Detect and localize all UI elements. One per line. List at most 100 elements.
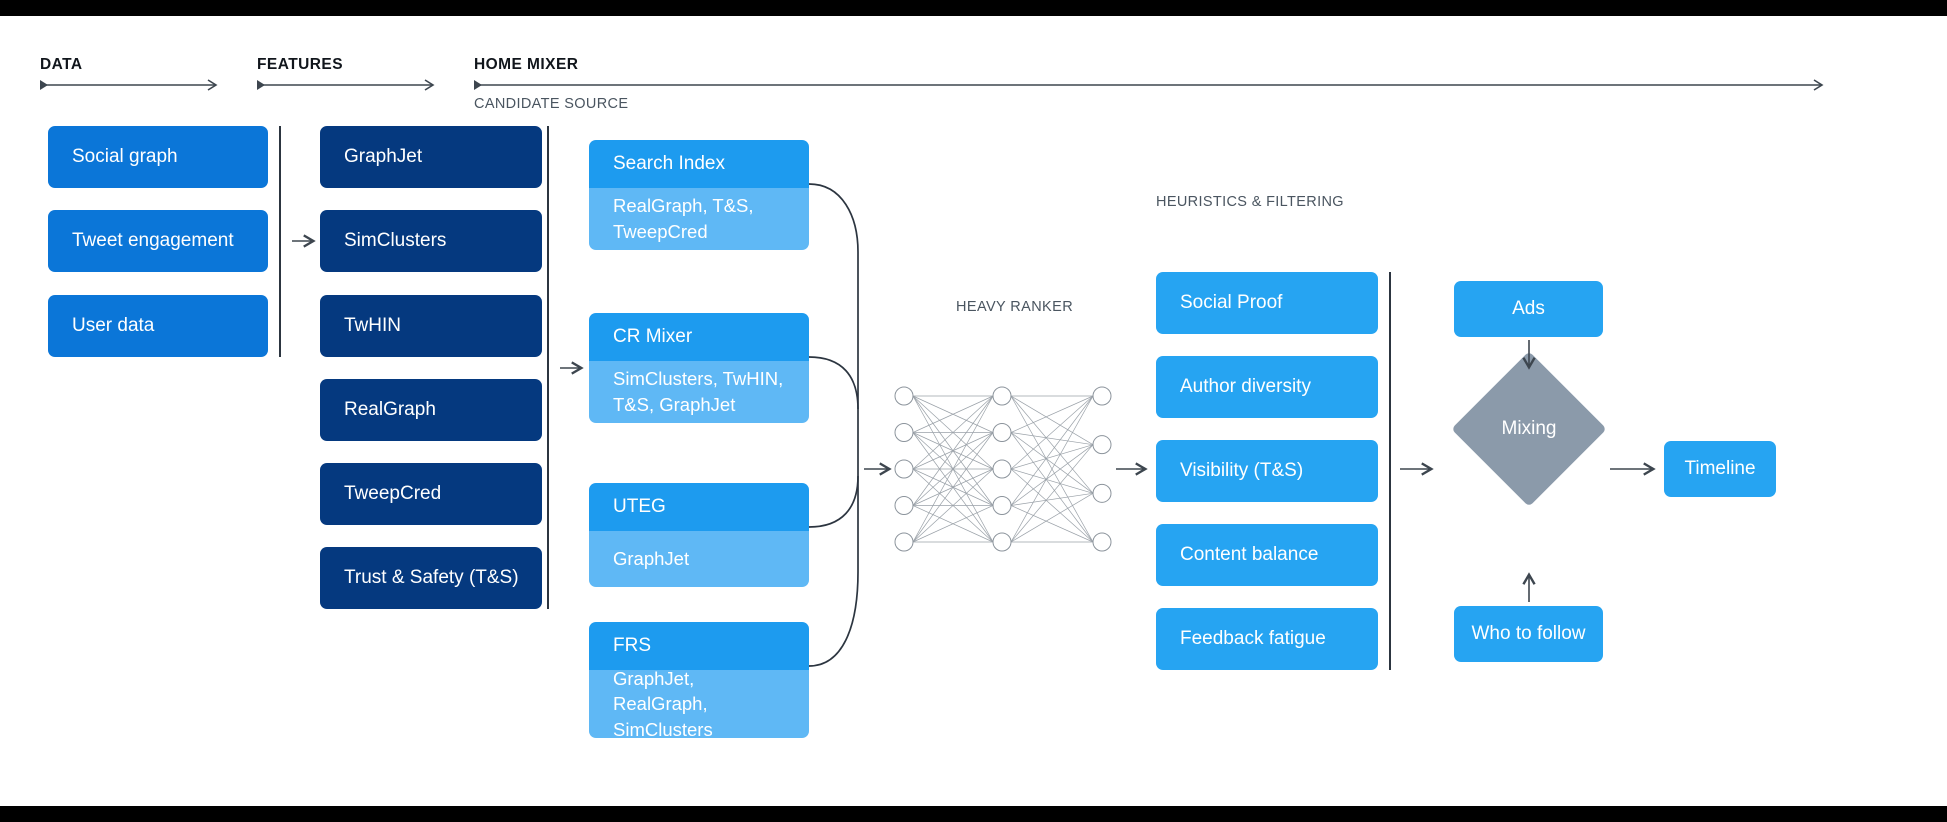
mixing-diamond-label-wrap: Mixing <box>1454 356 1604 502</box>
heuristics-column-divider <box>1389 272 1391 670</box>
nn-node <box>992 459 1012 479</box>
nn-edge <box>1010 395 1094 543</box>
feature-box-label: GraphJet <box>344 145 423 167</box>
section-header-data: DATA <box>40 56 83 73</box>
nn-edge <box>1010 432 1094 543</box>
heuristic-box-content-balance[interactable]: Content balance <box>1156 524 1378 586</box>
nn-node <box>992 496 1012 515</box>
data-box-user-data[interactable]: User data <box>48 295 268 357</box>
heuristic-box-label: Social Proof <box>1180 291 1283 313</box>
candidate-source-features: GraphJet, RealGraph, SimClusters <box>613 667 713 738</box>
output-box-ads[interactable]: Ads <box>1454 281 1603 337</box>
nn-node <box>992 386 1012 406</box>
feature-box-realgraph[interactable]: RealGraph <box>320 379 542 441</box>
nn-edge <box>1010 468 1094 543</box>
data-box-label: Social graph <box>72 145 178 167</box>
subsection-header-heavy-ranker: HEAVY RANKER <box>956 299 1074 315</box>
nn-edge <box>912 395 994 470</box>
candidate-source-features: RealGraph, T&S, TweepCred <box>613 195 754 242</box>
data-header-rule <box>40 78 220 92</box>
nn-node <box>894 423 914 442</box>
nn-node <box>894 386 914 406</box>
nn-edge <box>1010 395 1094 506</box>
candidate-source-features-row: SimClusters, TwHIN, T&S, GraphJet <box>589 361 809 423</box>
data-box-label: User data <box>72 314 155 336</box>
feature-box-twhin[interactable]: TwHIN <box>320 295 542 357</box>
diagram-canvas: DATA FEATURES HOME MIXER CANDIDATE SOURC… <box>0 16 1947 806</box>
nn-edge <box>1010 432 1094 494</box>
candidate-source-card-cr-mixer[interactable]: CR Mixer SimClusters, TwHIN, T&S, GraphJ… <box>589 313 809 423</box>
candidate-source-title-row: UTEG <box>589 483 809 531</box>
candidate-source-title-row: FRS <box>589 622 809 670</box>
nn-edge <box>1010 395 1094 445</box>
heuristic-box-label: Feedback fatigue <box>1180 627 1326 649</box>
candidate-source-card-frs[interactable]: FRS GraphJet, RealGraph, SimClusters <box>589 622 809 738</box>
feature-box-simclusters[interactable]: SimClusters <box>320 210 542 272</box>
feature-box-graphjet[interactable]: GraphJet <box>320 126 542 188</box>
heuristic-box-label: Content balance <box>1180 543 1319 565</box>
subsection-header-heuristics: HEURISTICS & FILTERING <box>1156 194 1344 210</box>
heuristic-box-label: Author diversity <box>1180 375 1311 397</box>
nn-edge <box>912 432 994 543</box>
nn-edge <box>912 395 994 506</box>
candidate-source-title: CR Mixer <box>613 326 693 347</box>
candidate-source-title-row: CR Mixer <box>589 313 809 361</box>
nn-edge <box>1010 444 1094 543</box>
nn-edge <box>1010 444 1094 470</box>
candidate-source-title-row: Search Index <box>589 140 809 188</box>
feature-box-trust-safety[interactable]: Trust & Safety (T&S) <box>320 547 542 609</box>
heuristic-box-label: Visibility (T&S) <box>1180 459 1304 481</box>
candidate-source-card-search-index[interactable]: Search Index RealGraph, T&S, TweepCred <box>589 140 809 250</box>
nn-edge <box>1010 395 1094 494</box>
nn-edge <box>1010 492 1094 506</box>
candidate-source-features-row: GraphJet <box>589 531 809 587</box>
nn-edge <box>912 468 994 543</box>
connector-cr-mixer-to-bus <box>808 356 859 410</box>
data-box-social-graph[interactable]: Social graph <box>48 126 268 188</box>
data-box-tweet-engagement[interactable]: Tweet engagement <box>48 210 268 272</box>
candidate-source-features-row: GraphJet, RealGraph, SimClusters <box>589 668 809 738</box>
candidate-source-features: SimClusters, TwHIN, T&S, GraphJet <box>613 368 784 415</box>
heuristic-box-social-proof[interactable]: Social Proof <box>1156 272 1378 334</box>
feature-box-label: TweepCred <box>344 482 442 504</box>
output-box-label: Timeline <box>1684 457 1756 479</box>
nn-edge <box>1010 432 1094 446</box>
nn-edge <box>912 395 994 543</box>
nn-node <box>1092 532 1112 552</box>
nn-edge <box>1010 493 1094 543</box>
section-header-features: FEATURES <box>257 56 343 73</box>
candidate-source-features: GraphJet <box>613 548 690 570</box>
subsection-header-candidate-source: CANDIDATE SOURCE <box>474 96 629 112</box>
feature-box-label: TwHIN <box>344 314 401 336</box>
nn-edge <box>1010 468 1094 494</box>
nn-node <box>992 423 1012 442</box>
nn-node <box>992 532 1012 552</box>
data-box-label: Tweet engagement <box>72 229 234 251</box>
feature-box-label: SimClusters <box>344 229 447 251</box>
connector-frs-to-bus <box>808 571 859 667</box>
nn-edge <box>1010 395 1094 470</box>
candidate-source-card-uteg[interactable]: UTEG GraphJet <box>589 483 809 587</box>
connector-search-index-to-bus <box>808 183 859 253</box>
candidate-source-features-row: RealGraph, T&S, TweepCred <box>589 188 809 250</box>
output-box-timeline[interactable]: Timeline <box>1664 441 1776 497</box>
nn-node <box>1092 386 1112 406</box>
nn-node <box>1092 435 1112 455</box>
heuristic-box-author-diversity[interactable]: Author diversity <box>1156 356 1378 418</box>
connector-uteg-to-bus <box>808 475 859 528</box>
heuristic-box-feedback-fatigue[interactable]: Feedback fatigue <box>1156 608 1378 670</box>
nn-node <box>894 532 914 552</box>
nn-edge <box>912 505 994 543</box>
output-box-who-to-follow[interactable]: Who to follow <box>1454 606 1603 662</box>
nn-node <box>894 459 914 479</box>
features-header-rule <box>257 78 437 92</box>
candidate-source-title: FRS <box>613 635 651 656</box>
nn-node <box>894 496 914 515</box>
mixing-label: Mixing <box>1501 418 1557 439</box>
heuristic-box-visibility[interactable]: Visibility (T&S) <box>1156 440 1378 502</box>
feature-box-tweepcred[interactable]: TweepCred <box>320 463 542 525</box>
nn-edge <box>912 395 994 433</box>
heavy-ranker-network <box>890 384 1120 554</box>
output-box-label: Ads <box>1512 297 1545 319</box>
section-header-home-mixer: HOME MIXER <box>474 56 579 73</box>
